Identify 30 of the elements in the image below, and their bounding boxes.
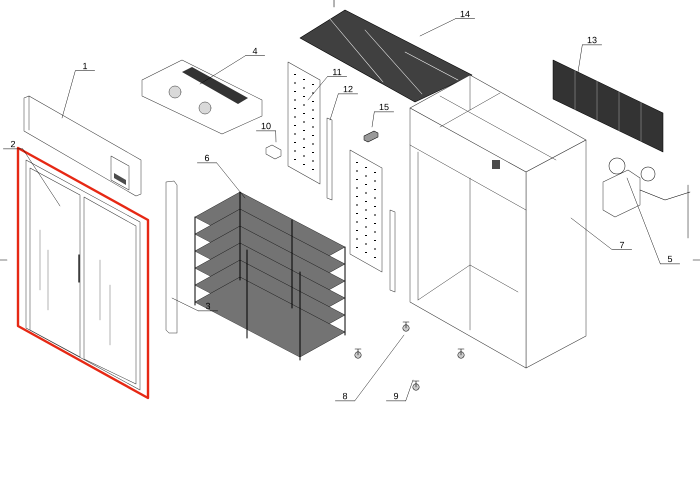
callout-number: 9 — [386, 392, 406, 402]
leader-line — [330, 94, 339, 120]
leader-line — [578, 44, 583, 72]
leader-line — [405, 380, 414, 402]
callout-number: 4 — [245, 48, 265, 56]
callout-number: 11 — [327, 68, 347, 78]
leader-line — [172, 298, 199, 312]
leader-line — [22, 148, 60, 206]
leader-line — [420, 18, 456, 36]
callout-number: 3 — [198, 302, 218, 312]
callout-number: 7 — [612, 242, 632, 250]
callout-number: 14 — [455, 10, 475, 20]
callout-number: 6 — [197, 154, 217, 164]
callout-number: 10 — [256, 122, 276, 132]
callout-number: 5 — [660, 256, 680, 264]
leader-line — [570, 218, 613, 250]
callout-number: 2 — [3, 140, 23, 150]
callout-number: 8 — [335, 392, 355, 402]
leader-line — [372, 112, 375, 128]
callout-number: 1 — [75, 62, 95, 72]
leader-line — [216, 162, 246, 198]
leader-line — [275, 130, 276, 142]
leader-line — [62, 70, 76, 118]
leader-line — [308, 76, 328, 100]
callout-number: 15 — [374, 104, 394, 112]
leader-line — [354, 334, 404, 402]
callout-number: 13 — [582, 36, 602, 46]
leader-line — [200, 56, 246, 84]
callout-number: 12 — [338, 86, 358, 94]
leader-line — [626, 178, 661, 264]
